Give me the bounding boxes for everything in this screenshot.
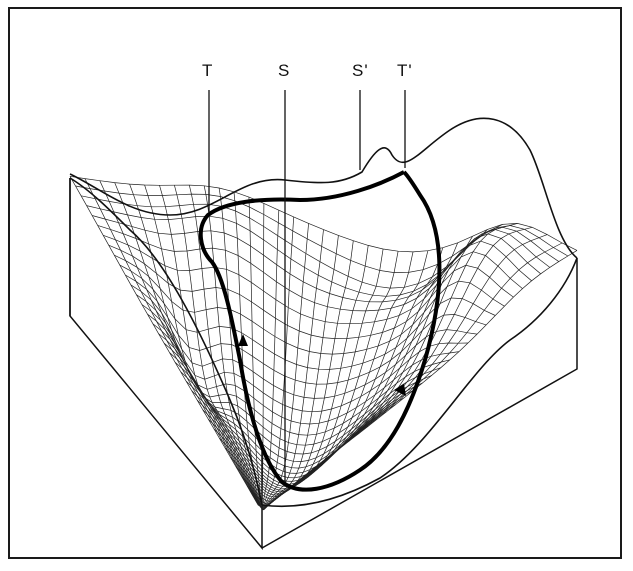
mesh-line-v [136,294,469,413]
mesh-line-v [252,495,278,507]
mesh-line-v [92,215,541,303]
surface-outline [69,117,578,508]
label-leader-lines [208,90,406,482]
mesh-line-v [241,476,296,502]
mesh-line-v [174,362,405,474]
mesh-line-v [97,225,532,312]
mesh-line-u [262,216,295,510]
label-T-prime: T' [397,61,413,80]
direction-arrows [238,334,406,396]
surface-back-edge [69,117,578,259]
mesh-line-v [86,205,551,297]
arrow-right [394,384,406,396]
mesh-line-u [266,224,503,507]
mesh-line-u [264,248,384,510]
figure-border [8,7,622,559]
label-S: S [278,61,290,80]
mesh-line-v [180,371,396,479]
mesh-line-v [119,264,496,370]
surface-front-left-edge [69,177,263,506]
mesh-line-u [263,235,339,510]
mesh-line-u [263,240,354,510]
mesh-line-v [103,234,523,325]
arrow-left [238,334,248,346]
mesh-line-u [218,187,262,508]
box-right-face [261,258,578,549]
mesh-line-v [108,244,514,339]
surface-mesh [69,175,578,511]
mesh-line-v [246,485,287,505]
label-T: T [202,61,213,80]
mesh-line-v [130,284,478,399]
reaction-path-curve [198,170,442,492]
mesh-line-v [125,274,487,385]
mesh-line-v [69,175,578,253]
surface-front-right-edge [261,257,578,508]
mesh-line-v [141,304,460,425]
mesh-line-v [81,195,559,289]
label-S-prime: S' [352,61,369,80]
reaction-path [198,170,442,492]
